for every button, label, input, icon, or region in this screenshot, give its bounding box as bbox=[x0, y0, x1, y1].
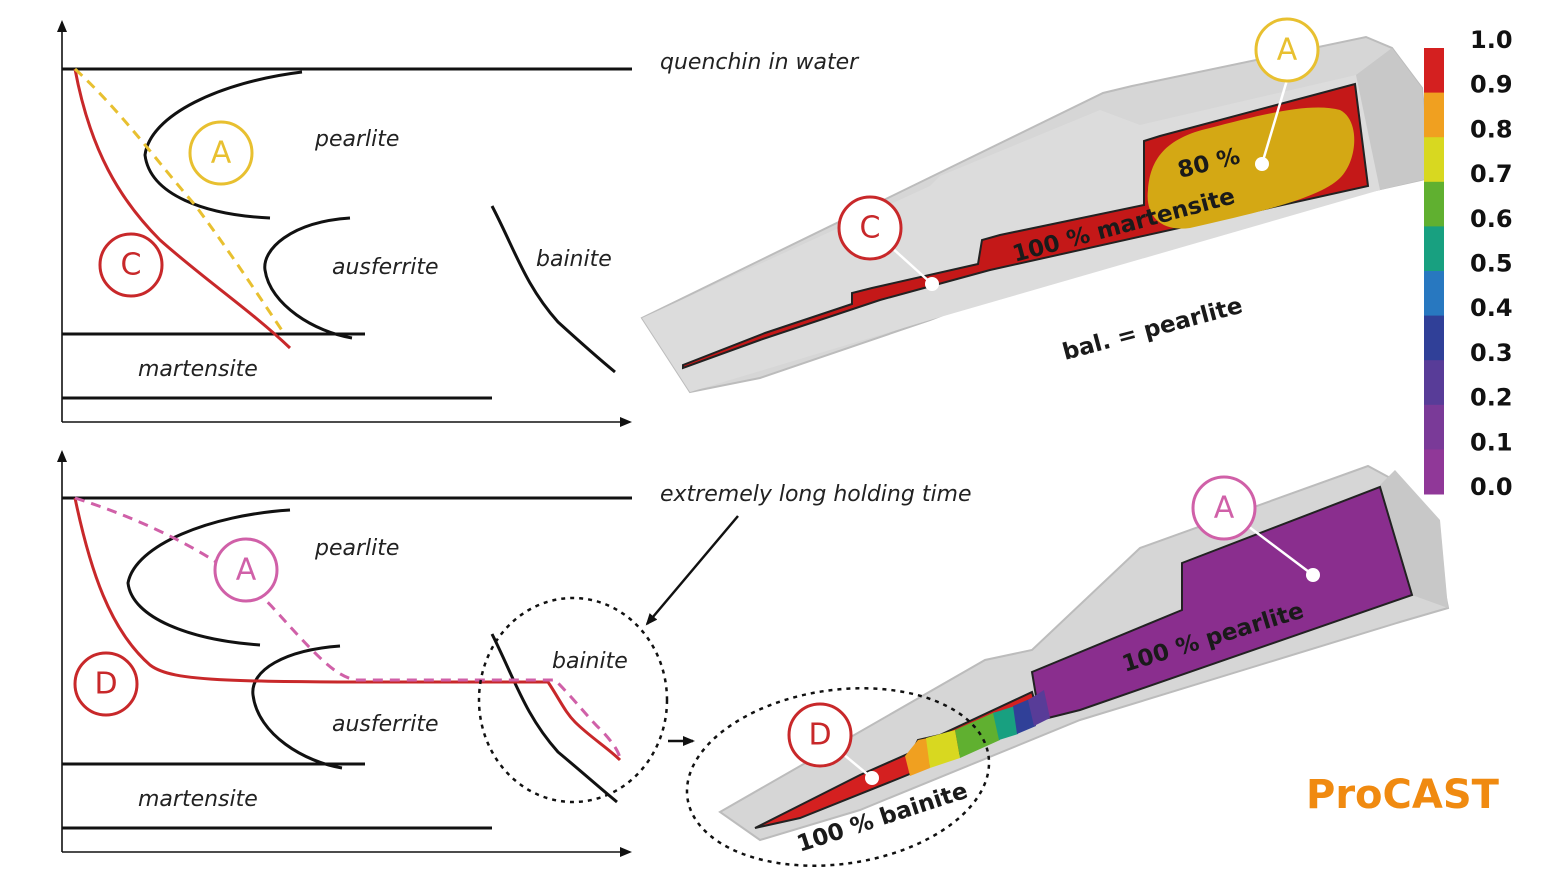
color-scale-bin bbox=[1424, 92, 1444, 138]
top-part-right-bevel bbox=[1356, 48, 1430, 190]
color-scale-bin bbox=[1424, 404, 1444, 450]
bottom-part-marker-a-text: A bbox=[1214, 491, 1235, 526]
bottom-ttt-diagram: A D pearlite ausferrite bainite martensi… bbox=[57, 450, 972, 857]
color-scale-bin bbox=[1424, 181, 1444, 227]
bottom-gradient-violet bbox=[1028, 690, 1050, 726]
callout-arrow bbox=[645, 515, 739, 626]
top-marker-c-dot bbox=[925, 277, 939, 291]
brand-logo: ProCAST bbox=[1306, 772, 1500, 818]
color-scale-bin bbox=[1424, 315, 1444, 361]
color-scale-bin bbox=[1424, 449, 1444, 495]
top-marker-a-leader bbox=[1260, 79, 1289, 165]
color-scale-tick-label: 0.7 bbox=[1470, 160, 1513, 188]
color-scale-tick-label: 1.0 bbox=[1470, 26, 1513, 54]
bottom-part-marker-a-circle bbox=[1191, 475, 1257, 541]
top-yellow-80pct-zone bbox=[1147, 107, 1355, 229]
bottom-curve-d-red bbox=[73, 497, 622, 762]
top-ausferrite-nose-curve bbox=[263, 216, 353, 340]
color-scale-tick-label: 0.2 bbox=[1470, 384, 1513, 412]
top-bainite-label: bainite bbox=[536, 247, 612, 272]
bottom-marker-a-text: A bbox=[236, 553, 257, 588]
bottom-marker-d-circle bbox=[73, 651, 139, 717]
top-title: quenchin in water bbox=[660, 50, 860, 75]
bottom-marker-d-text: D bbox=[94, 667, 117, 702]
bottom-bainite-curve bbox=[490, 633, 618, 804]
color-scale-tick-label: 0.4 bbox=[1470, 294, 1513, 322]
top-balance-label: bal. = pearlite bbox=[1060, 293, 1246, 366]
top-pearlite-nose-curve bbox=[143, 70, 303, 220]
color-scale-tick-label: 0.0 bbox=[1470, 473, 1513, 501]
color-scale: 1.0 0.9 0.8 0.7 0.6 0.5 0.4 0.3 0.2 0.1 0.0 bbox=[1424, 26, 1513, 501]
top-pearlite-label: pearlite bbox=[314, 127, 399, 152]
bottom-ausferrite-label: ausferrite bbox=[332, 712, 439, 737]
bottom-marker-a-dot bbox=[1306, 568, 1320, 582]
bottom-marker-d-dot bbox=[865, 771, 879, 785]
top-marker-a-text: A bbox=[211, 136, 232, 171]
bottom-marker-a-circle bbox=[213, 537, 279, 603]
color-scale-tick-label: 0.3 bbox=[1470, 339, 1513, 367]
bottom-martensite-label: martensite bbox=[138, 787, 258, 812]
bottom-bainite-label: bainite bbox=[552, 649, 628, 674]
bottom-casting-part: 100 % pearlite 100 % bainite A D bbox=[685, 464, 1450, 867]
bottom-gradient-yellow bbox=[926, 730, 960, 768]
color-scale-tick-label: 0.9 bbox=[1470, 71, 1513, 99]
bainite-zoom-circle bbox=[477, 596, 669, 804]
color-scale-tick-label: 0.1 bbox=[1470, 428, 1513, 456]
bottom-gradient-teal bbox=[993, 706, 1018, 740]
top-ausferrite-label: ausferrite bbox=[332, 255, 439, 280]
color-scale-tick-label: 0.6 bbox=[1470, 205, 1513, 233]
color-scale-bin bbox=[1424, 226, 1444, 272]
color-scale-bin bbox=[1424, 360, 1444, 406]
color-scale-tick-label: 0.8 bbox=[1470, 115, 1513, 143]
top-martensite-label: martensite bbox=[138, 357, 258, 382]
top-curve-c-red bbox=[73, 68, 292, 350]
bottom-gradient-orange bbox=[905, 738, 930, 776]
color-scale-bin bbox=[1424, 137, 1444, 183]
color-scale-bars bbox=[1424, 48, 1444, 495]
top-marker-a-dot bbox=[1255, 157, 1269, 171]
color-scale-tick-label: 0.5 bbox=[1470, 250, 1513, 278]
top-part-marker-c-circle bbox=[837, 195, 903, 261]
top-part-marker-c-text: C bbox=[860, 211, 881, 246]
bottom-gradient-green bbox=[955, 712, 1000, 758]
top-part-marker-a-text: A bbox=[1277, 33, 1298, 68]
bottom-ausferrite-nose-curve bbox=[251, 644, 343, 770]
top-casting-part: 80 % 100 % martensite bal. = pearlite A … bbox=[640, 17, 1432, 394]
top-curve-a-yellow-dashed bbox=[73, 67, 287, 336]
top-marker-c-text: C bbox=[121, 248, 142, 283]
top-part-marker-a-circle bbox=[1254, 17, 1320, 83]
top-marker-c-circle bbox=[98, 232, 164, 298]
bottom-pearlite-label: pearlite bbox=[314, 536, 399, 561]
bottom-part-marker-d-text: D bbox=[808, 718, 831, 753]
part-zoom-ellipse bbox=[685, 687, 991, 867]
bottom-title: extremely long holding time bbox=[660, 482, 972, 507]
top-marker-a-circle bbox=[188, 120, 254, 186]
bottom-part-marker-d-circle bbox=[787, 702, 853, 768]
color-scale-ticks: 1.0 0.9 0.8 0.7 0.6 0.5 0.4 0.3 0.2 0.1 0.0 bbox=[1470, 26, 1513, 501]
bottom-pearlite-nose-curve bbox=[126, 508, 291, 647]
top-ttt-diagram: A C pearlite ausferrite bainite martensi… bbox=[57, 20, 860, 427]
color-scale-bin bbox=[1424, 271, 1444, 317]
top-bainite-curve bbox=[490, 205, 616, 374]
bottom-part-right-bevel bbox=[1380, 470, 1448, 608]
color-scale-bin bbox=[1424, 48, 1444, 94]
